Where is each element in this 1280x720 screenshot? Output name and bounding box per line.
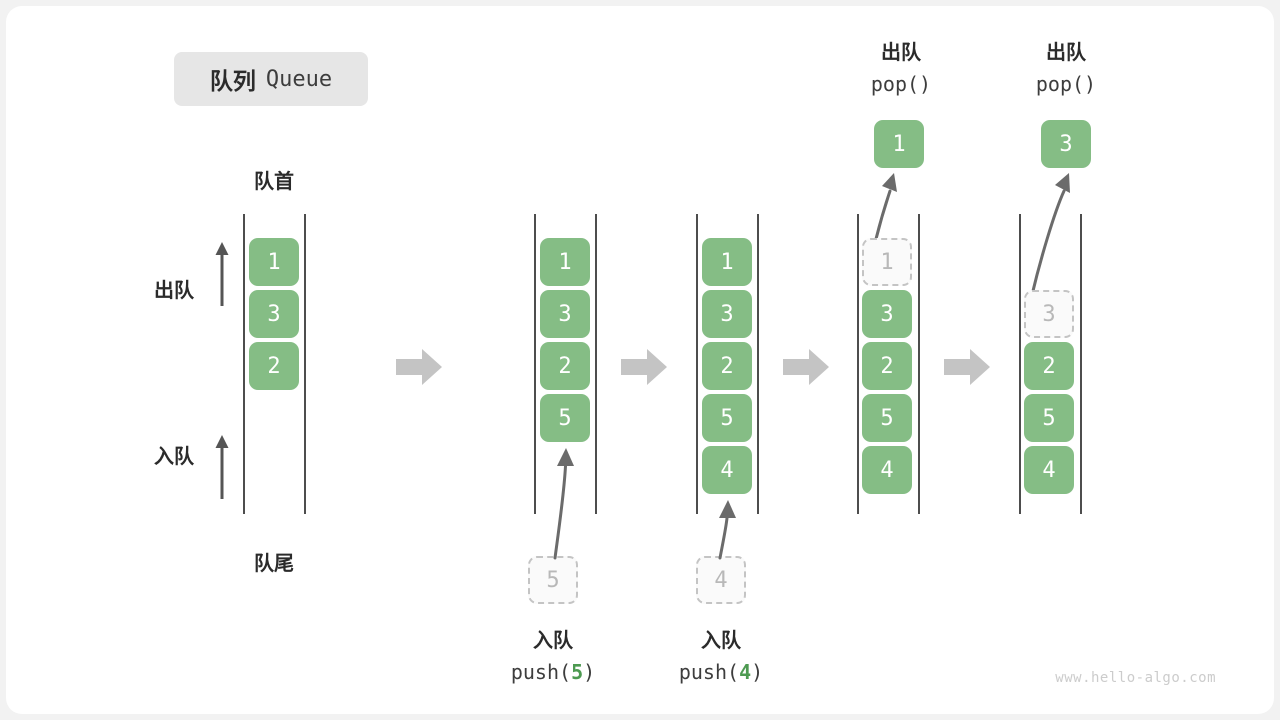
queue-rail-right <box>918 214 920 514</box>
diagram-card: 队列 Queue 队首 队尾 出队 入队 1 3 2 1 3 2 5 5 <box>6 6 1274 714</box>
dequeue-label: 出队 <box>154 280 194 302</box>
push-arrow-icon <box>698 494 758 560</box>
step-arrow-icon <box>621 347 667 387</box>
queue-rail-left <box>696 214 698 514</box>
queue-cell: 2 <box>540 342 590 390</box>
step-arrow-icon <box>396 347 442 387</box>
pop-caption: 出队 pop() <box>816 38 986 100</box>
queue-rail-left <box>1019 214 1021 514</box>
push-caption: 入队 push(4) <box>636 626 806 688</box>
queue-rail-right <box>757 214 759 514</box>
pop-caption-call: pop() <box>1035 72 1097 96</box>
queue-cell: 5 <box>702 394 752 442</box>
push-arrow-icon <box>526 442 596 560</box>
watermark: www.hello-algo.com <box>1055 670 1216 686</box>
back-label: 队尾 <box>254 553 294 575</box>
queue-cell: 1 <box>540 238 590 286</box>
queue-cell: 3 <box>862 290 912 338</box>
pop-caption-cn: 出队 <box>1046 42 1086 64</box>
queue-cell: 4 <box>1024 446 1074 494</box>
dequeue-arrow-icon <box>214 240 230 306</box>
title-cn: 队列 <box>209 68 256 94</box>
queue-cell: 3 <box>540 290 590 338</box>
diagram-title: 队列 Queue <box>174 52 368 106</box>
pop-caption-cn: 出队 <box>881 42 921 64</box>
queue-rail-right <box>595 214 597 514</box>
step-arrow-icon <box>783 347 829 387</box>
queue-cell: 1 <box>249 238 299 286</box>
queue-rail-right <box>1080 214 1082 514</box>
enqueue-arrow-icon <box>214 433 230 499</box>
queue-cell: 2 <box>702 342 752 390</box>
pop-result-cell: 1 <box>874 120 924 168</box>
push-caption-cn: 入队 <box>533 630 573 652</box>
enqueue-label: 入队 <box>154 446 194 468</box>
queue-ghost-cell: 1 <box>862 238 912 286</box>
queue-cell: 5 <box>540 394 590 442</box>
push-ghost-cell: 5 <box>528 556 578 604</box>
queue-cell: 4 <box>862 446 912 494</box>
pop-result-cell: 3 <box>1041 120 1091 168</box>
queue-rail-right <box>304 214 306 514</box>
queue-cell: 5 <box>862 394 912 442</box>
push-caption: 入队 push(5) <box>468 626 638 688</box>
title-en: Queue <box>265 66 333 92</box>
queue-cell: 3 <box>702 290 752 338</box>
queue-ghost-cell: 3 <box>1024 290 1074 338</box>
pop-caption-call: pop() <box>870 72 932 96</box>
queue-cell: 2 <box>862 342 912 390</box>
pop-arrow-icon <box>854 169 914 241</box>
queue-rail-left <box>857 214 859 514</box>
queue-cell: 2 <box>249 342 299 390</box>
pop-caption: 出队 pop() <box>981 38 1151 100</box>
queue-cell: 2 <box>1024 342 1074 390</box>
queue-cell: 5 <box>1024 394 1074 442</box>
pop-arrow-icon <box>1016 169 1086 297</box>
push-ghost-cell: 4 <box>696 556 746 604</box>
queue-cell: 3 <box>249 290 299 338</box>
queue-rail-left <box>243 214 245 514</box>
step-arrow-icon <box>944 347 990 387</box>
queue-cell: 4 <box>702 446 752 494</box>
push-caption-call: push(4) <box>678 660 764 684</box>
push-caption-cn: 入队 <box>701 630 741 652</box>
queue-cell: 1 <box>702 238 752 286</box>
queue-rail-left <box>534 214 536 514</box>
push-caption-call: push(5) <box>510 660 596 684</box>
front-label: 队首 <box>254 171 294 193</box>
